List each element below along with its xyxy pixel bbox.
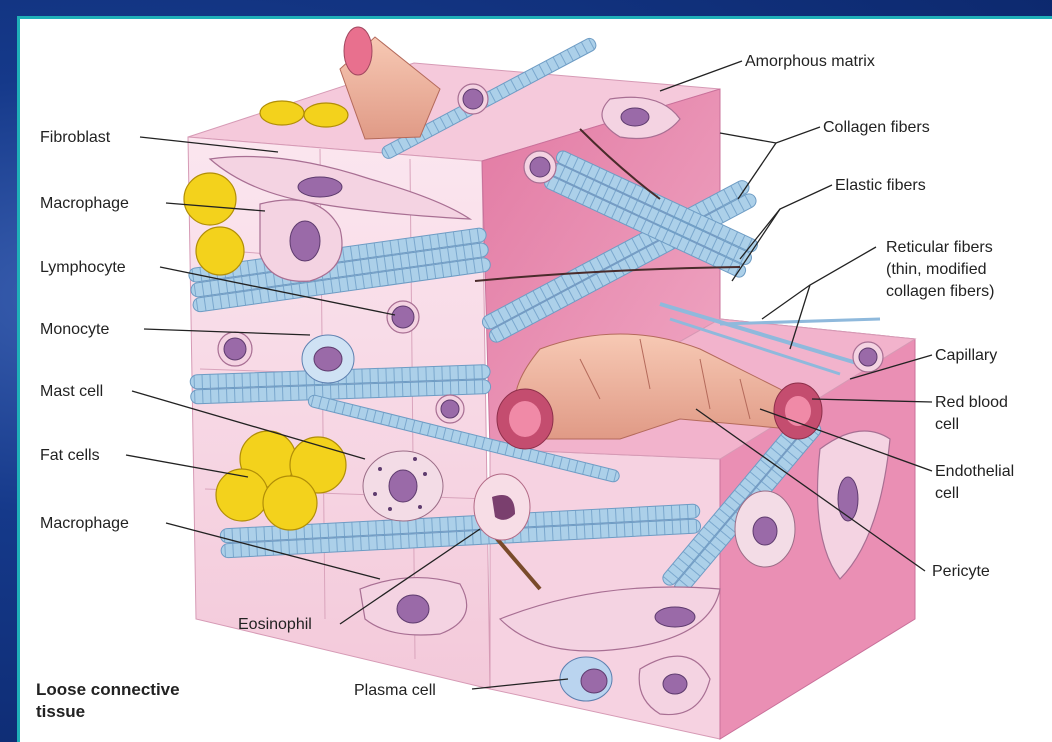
label-endothelial-cell-line1: Endothelial — [935, 463, 1014, 480]
label-mast-cell: Mast cell — [40, 383, 103, 400]
label-fibroblast: Fibroblast — [40, 129, 111, 146]
label-amorphous-matrix: Amorphous matrix — [745, 53, 875, 70]
label-reticular-fibers-line3: collagen fibers) — [886, 283, 995, 300]
mast-cell — [363, 451, 443, 521]
label-eosinophil: Eosinophil — [238, 616, 312, 633]
caption-line-1: Loose connective — [36, 680, 180, 699]
lymphocyte-cell — [387, 301, 419, 333]
label-red-blood-cell-line2: cell — [935, 416, 959, 433]
loose-connective-tissue-diagram: Fibroblast Macrophage Lymphocyte Monocyt… — [20, 19, 1052, 742]
label-red-blood-cell-line1: Red blood — [935, 394, 1008, 411]
label-elastic-fibers: Elastic fibers — [835, 177, 926, 194]
label-reticular-fibers-line1: Reticular fibers — [886, 239, 993, 256]
diagram-panel: Fibroblast Macrophage Lymphocyte Monocyt… — [17, 16, 1052, 742]
label-pericyte: Pericyte — [932, 563, 990, 580]
label-lymphocyte: Lymphocyte — [40, 259, 126, 276]
label-fat-cells: Fat cells — [40, 447, 100, 464]
label-macrophage-top: Macrophage — [40, 195, 129, 212]
label-reticular-fibers-line2: (thin, modified — [886, 261, 987, 278]
label-monocyte: Monocyte — [40, 321, 109, 338]
label-macrophage-bottom: Macrophage — [40, 515, 129, 532]
macrophage-cell-bottom — [360, 578, 467, 635]
diagram-caption: Loose connective tissue — [36, 680, 180, 721]
eosinophil-cell — [474, 474, 530, 540]
label-plasma-cell: Plasma cell — [354, 682, 436, 699]
caption-line-2: tissue — [36, 702, 85, 721]
label-collagen-fibers: Collagen fibers — [823, 119, 930, 136]
label-capillary: Capillary — [935, 347, 997, 364]
label-endothelial-cell-line2: cell — [935, 485, 959, 502]
labels-left: Fibroblast Macrophage Lymphocyte Monocyt… — [40, 129, 129, 532]
